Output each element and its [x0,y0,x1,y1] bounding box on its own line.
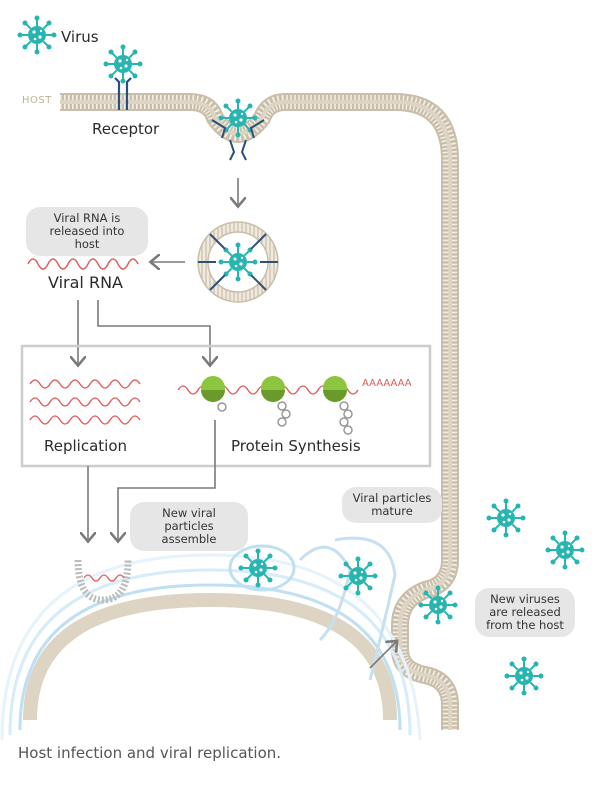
note-particles-mature: Viral particles mature [342,487,442,523]
released-virus-icon [485,497,527,539]
virus-icon [16,14,58,56]
rna-tail-label: AAAAAAA [362,378,412,389]
viral-rna-label: Viral RNA [48,273,123,292]
virus-docking-icon [102,43,144,85]
maturing-virus-icon [237,547,279,589]
replication-strands [29,379,141,425]
released-virus-icon [544,529,586,571]
released-virus-icon [503,655,545,697]
ribosome-icon [201,376,227,412]
receptor-label: Receptor [92,120,160,138]
receptor-icon [114,77,132,110]
protein-synthesis-label: Protein Synthesis [231,437,361,455]
protein-synthesis-strand: AAAAAAA [177,376,412,435]
note-rna-released: Viral RNA is released into host [26,207,148,256]
exiting-virus-icon [417,584,459,626]
figure-caption: Host infection and viral replication. [18,744,282,762]
assembly-site [74,559,132,604]
note-viruses-released: New viruses are released from the host [475,588,575,637]
process-box [20,344,432,468]
maturing-virus-icon [337,555,379,597]
replication-label: Replication [44,437,128,455]
note-particles-assemble: New viral particles assemble [130,502,248,551]
ribosome-icon [323,376,353,435]
endosome [197,221,279,303]
host-label: HOST [22,95,52,106]
viral-rna-strand [27,258,139,270]
ribosome-icon [261,376,291,427]
virus-label: Virus [61,28,99,46]
endocytosis-pit [211,97,265,161]
